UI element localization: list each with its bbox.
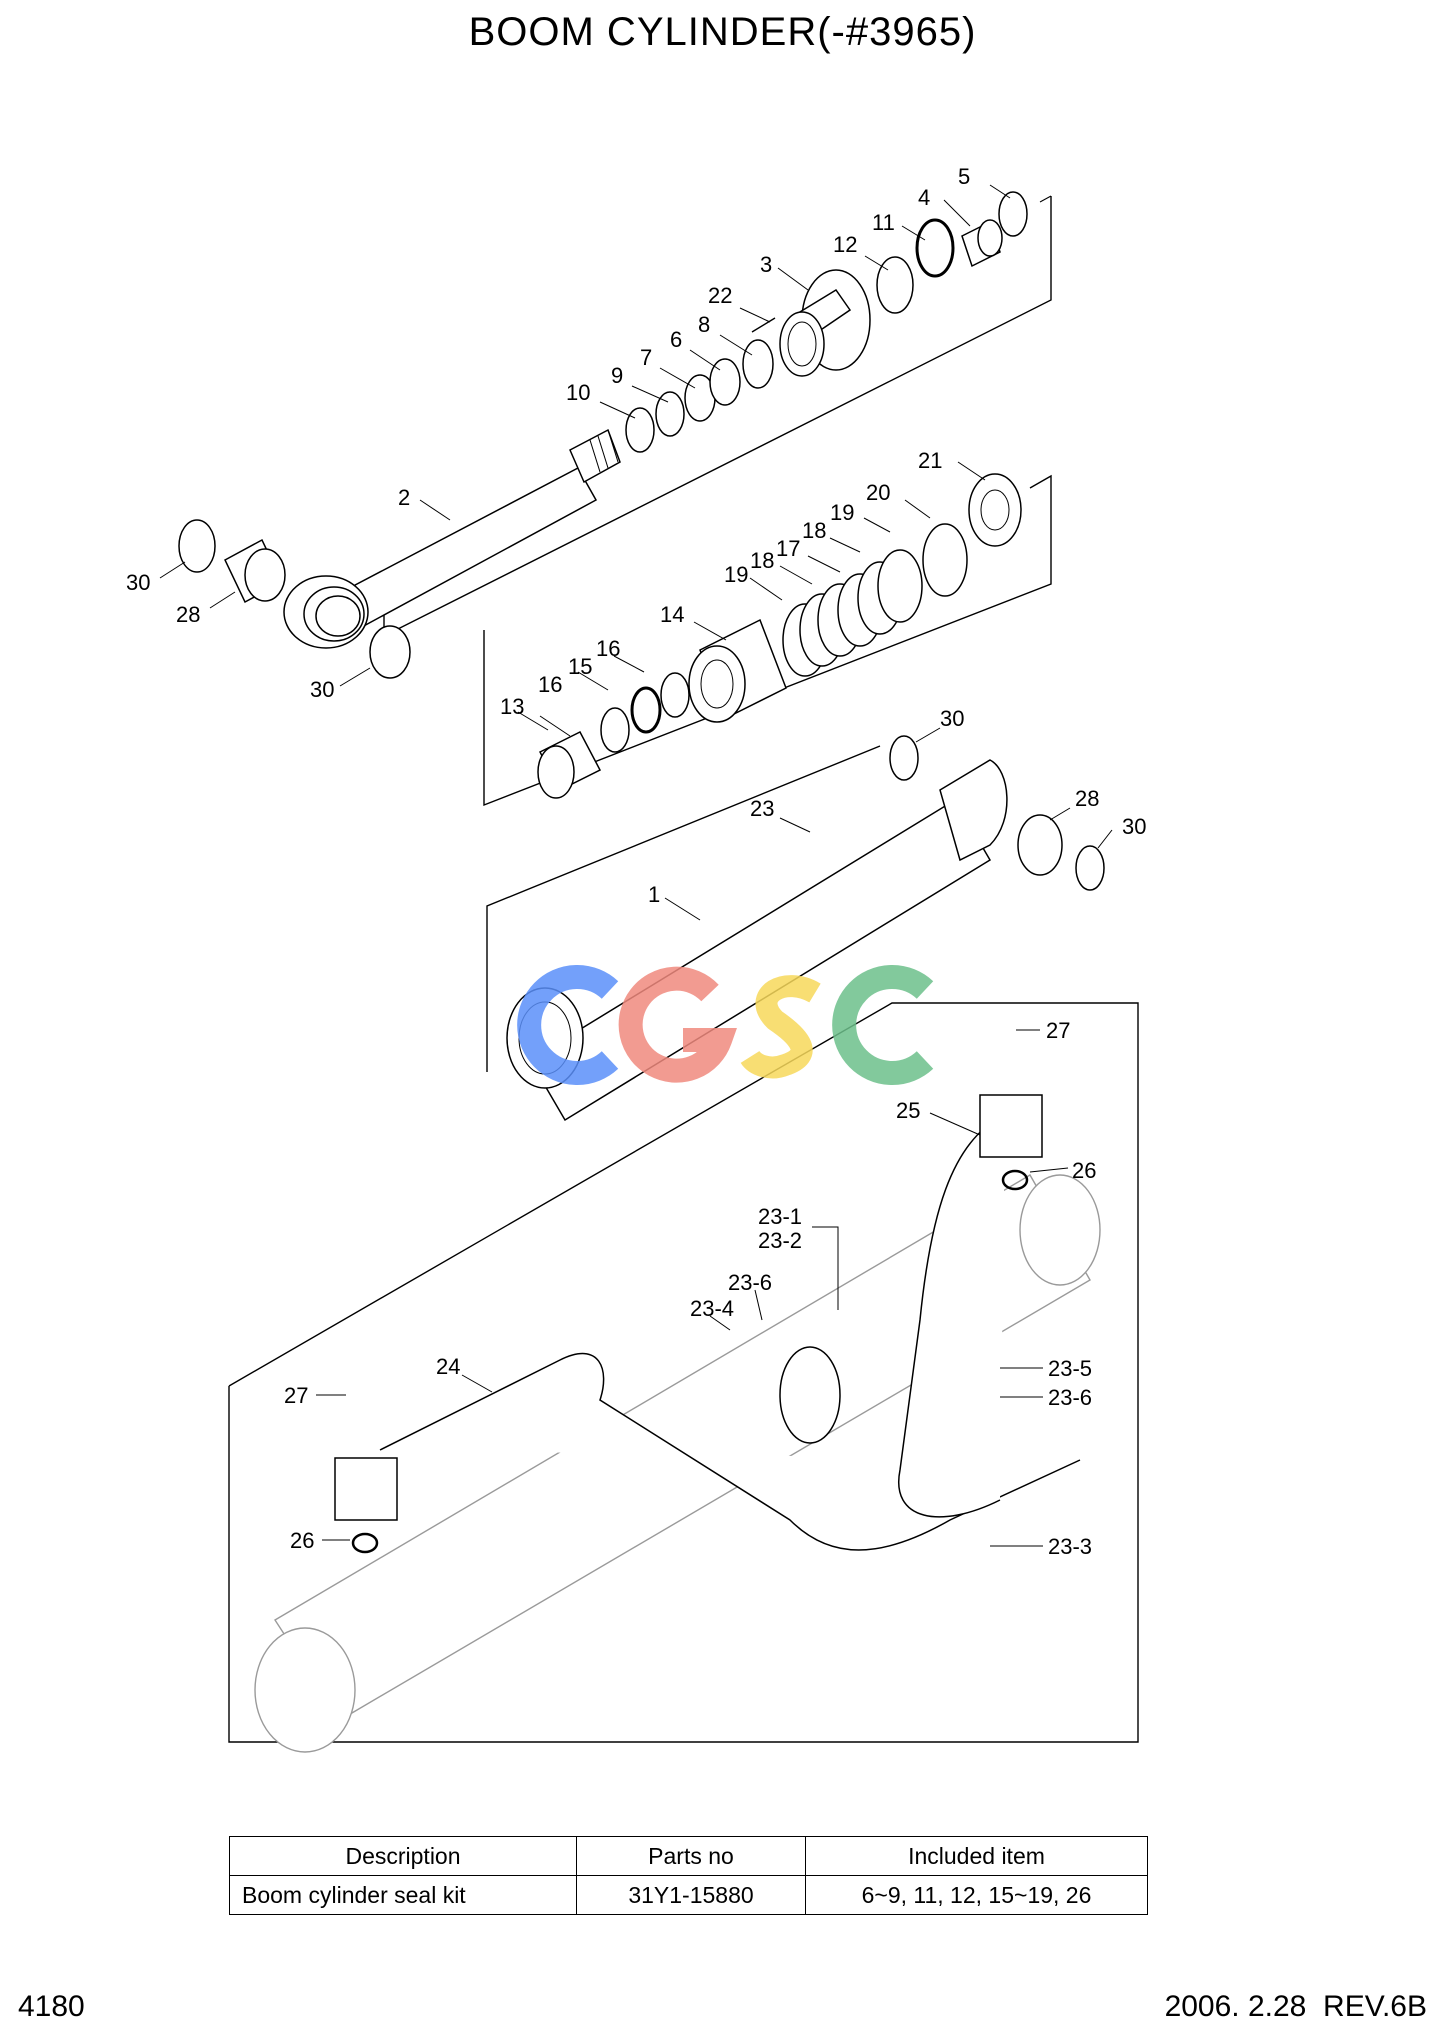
- callout-12: 12: [833, 232, 857, 257]
- rod-assembly-frame: [383, 195, 1052, 638]
- callout-18: 18: [750, 548, 774, 573]
- piston: [537, 618, 787, 799]
- callout-8: 8: [698, 312, 710, 337]
- cell-description: Boom cylinder seal kit: [229, 1875, 577, 1915]
- callout-23: 23: [750, 796, 774, 821]
- leader-lines: [159, 184, 1113, 1547]
- page-number: 4180: [18, 1990, 85, 2023]
- callout-22: 22: [708, 283, 732, 308]
- callout-labels: 5 4 11 12 3 22 8 6 7 9 10 2 30 28 30 21 …: [126, 164, 1146, 1559]
- callout-15: 15: [568, 654, 592, 679]
- callout-4: 4: [918, 185, 930, 210]
- cgsc-watermark-logo: [517, 965, 934, 1085]
- callout-9: 9: [611, 363, 623, 388]
- callout-24: 24: [436, 1354, 460, 1379]
- seal-kit-table: Description Parts no Included item Boom …: [229, 1836, 1148, 1915]
- callout-18: 18: [802, 518, 826, 543]
- callout-10: 10: [566, 380, 590, 405]
- callout-13: 13: [500, 694, 524, 719]
- tube-assembly-frame: [486, 745, 881, 1072]
- callout-23-2: 23-2: [758, 1228, 802, 1253]
- callout-11: 11: [872, 210, 895, 235]
- callout-23-6: 23-6: [728, 1270, 772, 1295]
- callout-5: 5: [958, 164, 970, 189]
- lock-nut: [968, 473, 1022, 547]
- callout-25: 25: [896, 1098, 920, 1123]
- rod-cover: [751, 269, 871, 377]
- callout-19: 19: [724, 562, 748, 587]
- cell-included-item: 6~9, 11, 12, 15~19, 26: [805, 1875, 1148, 1915]
- callout-30: 30: [1122, 814, 1146, 839]
- callout-28: 28: [176, 602, 200, 627]
- callout-30: 30: [126, 570, 150, 595]
- cell-parts-no: 31Y1-15880: [576, 1875, 806, 1915]
- piston-rod: [283, 428, 621, 649]
- revision-stamp: 2006. 2.28 REV.6B: [1164, 1990, 1427, 2023]
- piping-assembly: [254, 1094, 1101, 1753]
- callout-16: 16: [538, 672, 562, 697]
- column-header-description: Description: [229, 1836, 577, 1876]
- callout-7: 7: [640, 345, 652, 370]
- callout-3: 3: [760, 252, 772, 277]
- column-header-included-item: Included item: [805, 1836, 1148, 1876]
- callout-20: 20: [866, 480, 890, 505]
- callout-21: 21: [918, 448, 942, 473]
- callout-2: 2: [398, 485, 410, 510]
- callout-6: 6: [670, 327, 682, 352]
- piston-assembly-frame: [483, 474, 1052, 807]
- table-row: Boom cylinder seal kit 31Y1-15880 6~9, 1…: [229, 1875, 1148, 1915]
- callout-27: 27: [284, 1383, 308, 1408]
- callout-23-6: 23-6: [1048, 1385, 1092, 1410]
- callout-23-5: 23-5: [1048, 1356, 1092, 1381]
- page-title: BOOM CYLINDER(-#3965): [468, 10, 977, 54]
- callout-16: 16: [596, 636, 620, 661]
- bushing: [961, 219, 1003, 268]
- callout-30: 30: [940, 706, 964, 731]
- callout-23-3: 23-3: [1048, 1534, 1092, 1559]
- piston-seal-stack: [782, 523, 968, 677]
- table-header-row: Description Parts no Included item: [229, 1836, 1148, 1876]
- callout-14: 14: [660, 602, 684, 627]
- callout-23-4: 23-4: [690, 1296, 734, 1321]
- column-header-parts-no: Parts no: [576, 1836, 806, 1876]
- callout-26: 26: [1072, 1158, 1096, 1183]
- callout-23-1: 23-1: [758, 1204, 802, 1229]
- callout-1: 1: [648, 882, 660, 907]
- callout-30: 30: [310, 677, 334, 702]
- callout-17: 17: [776, 536, 800, 561]
- callout-19: 19: [830, 500, 854, 525]
- callout-27: 27: [1046, 1018, 1070, 1043]
- callout-28: 28: [1075, 786, 1099, 811]
- rod-eye-bushing: [178, 519, 411, 679]
- callout-26: 26: [290, 1528, 314, 1553]
